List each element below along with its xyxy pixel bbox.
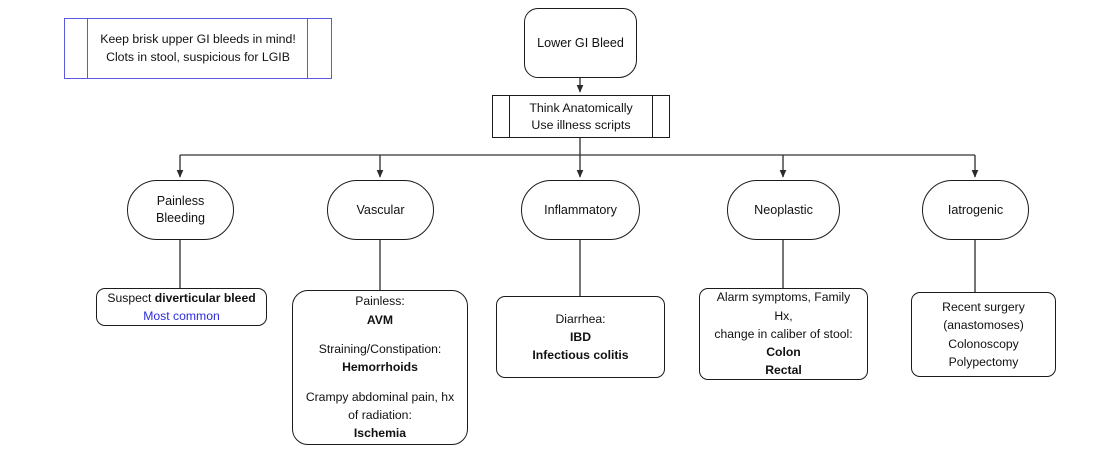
detail-vascular[interactable]: Painless: AVM Straining/Constipation: He… [292, 290, 468, 445]
node-vascular-label: Vascular [356, 202, 405, 217]
detail-inflammatory-bold-1: IBD [570, 329, 591, 344]
detail-vascular-bold-3: Ischemia [353, 426, 407, 441]
node-think-anatomically[interactable]: Think Anatomically Use illness scripts [492, 94, 670, 139]
node-painless-bleeding[interactable]: Painless Bleeding [127, 180, 234, 240]
note-left-rail [87, 19, 88, 78]
node-inflammatory[interactable]: Inflammatory [521, 180, 640, 240]
detail-iatrogenic-line-2: (anastomoses) [943, 318, 1024, 333]
note-right-rail [307, 19, 308, 78]
detail-neoplastic-caption-1: Alarm symptoms, Family Hx, [716, 290, 851, 323]
detail-vascular-gap-1 [301, 329, 459, 340]
process-left-bar [509, 94, 510, 139]
node-inflammatory-label: Inflammatory [544, 202, 617, 217]
detail-iatrogenic[interactable]: Recent surgery (anastomoses) Colonoscopy… [911, 292, 1056, 377]
node-lower-gi-bleed-label: Lower GI Bleed [537, 35, 624, 50]
process-right-bar [652, 94, 653, 139]
detail-neoplastic-bold-1: Colon [766, 345, 801, 360]
detail-neoplastic-caption-2: change in caliber of stool: [714, 326, 853, 341]
detail-vascular-caption-2: Straining/Constipation: [318, 342, 442, 357]
detail-iatrogenic-line-1: Recent surgery [942, 299, 1025, 314]
process-line-2: Use illness scripts [531, 117, 631, 132]
detail-vascular-bold-2: Hemorrhoids [342, 360, 418, 375]
node-iatrogenic[interactable]: Iatrogenic [922, 180, 1029, 240]
detail-inflammatory-caption: Diarrhea: [555, 311, 606, 326]
detail-vascular-bold-1: AVM [366, 312, 394, 327]
detail-vascular-caption-1: Painless: [355, 294, 405, 309]
note-line-1: Keep brisk upper GI bleeds in mind! [100, 31, 296, 46]
node-painless-bleeding-label-1: Painless [156, 194, 205, 209]
detail-painless-bold: diverticular bleed [154, 290, 256, 305]
node-neoplastic-label: Neoplastic [754, 202, 813, 217]
detail-iatrogenic-line-4: Polypectomy [948, 354, 1019, 369]
detail-painless-prefix: Suspect [107, 290, 155, 305]
note-line-2: Clots in stool, suspicious for LGIB [106, 49, 290, 64]
node-iatrogenic-label: Iatrogenic [947, 202, 1004, 217]
process-line-1: Think Anatomically [529, 101, 633, 116]
detail-vascular-caption-3b: of radiation: [348, 407, 412, 422]
detail-iatrogenic-line-3: Colonoscopy [948, 336, 1019, 351]
detail-painless-bleeding[interactable]: Suspect diverticular bleed Most common [96, 288, 267, 326]
detail-painless-highlight: Most common [143, 309, 220, 323]
node-neoplastic[interactable]: Neoplastic [727, 180, 840, 240]
detail-vascular-caption-3a: Crampy abdominal pain, hx [305, 389, 455, 404]
detail-vascular-gap-2 [301, 377, 459, 388]
node-painless-bleeding-label-2: Bleeding [155, 211, 206, 225]
detail-painless-line-1: Suspect diverticular bleed [105, 289, 258, 307]
detail-inflammatory[interactable]: Diarrhea: IBD Infectious colitis [496, 296, 665, 378]
detail-neoplastic-bold-2: Rectal [765, 363, 802, 378]
detail-inflammatory-bold-2: Infectious colitis [532, 348, 629, 363]
node-vascular[interactable]: Vascular [327, 180, 434, 240]
node-lower-gi-bleed[interactable]: Lower GI Bleed [524, 8, 637, 78]
note-box[interactable]: Keep brisk upper GI bleeds in mind! Clot… [64, 18, 332, 79]
detail-neoplastic[interactable]: Alarm symptoms, Family Hx, change in cal… [699, 288, 868, 380]
